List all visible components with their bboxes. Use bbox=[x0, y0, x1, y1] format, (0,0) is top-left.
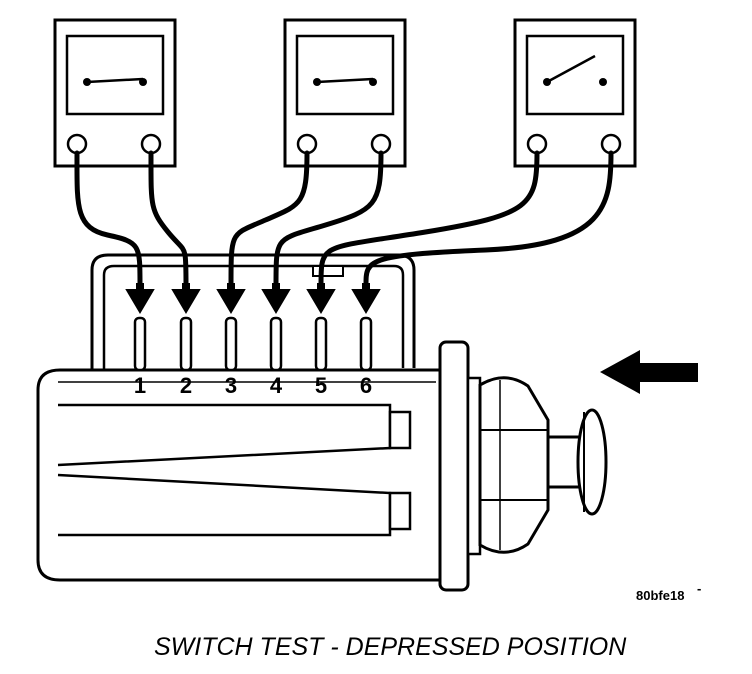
meter-display bbox=[65, 34, 165, 116]
pin-label-1: 1 bbox=[134, 373, 146, 398]
meter-terminal bbox=[296, 133, 318, 155]
lead-arrow-4 bbox=[261, 289, 291, 314]
terminal-pin-5 bbox=[314, 316, 328, 372]
reference-code: 80bfe18 bbox=[636, 588, 684, 603]
lead-arrow-3 bbox=[216, 289, 246, 314]
pin-labels: 1 2 3 4 5 6 bbox=[134, 373, 372, 398]
ohmmeter-2 bbox=[283, 18, 407, 168]
meter-terminal bbox=[600, 133, 622, 155]
terminal-pin-3 bbox=[224, 316, 238, 372]
meter-display bbox=[295, 34, 395, 116]
pin-label-6: 6 bbox=[360, 373, 372, 398]
reference-code-mark: - bbox=[697, 581, 701, 596]
test-lead-6 bbox=[363, 150, 614, 288]
test-lead-2 bbox=[148, 150, 189, 288]
switch-plunger-assembly bbox=[438, 340, 608, 592]
test-lead-4 bbox=[273, 150, 384, 288]
meter-display bbox=[525, 34, 625, 116]
pin-label-2: 2 bbox=[180, 373, 192, 398]
meter-needle-closed bbox=[316, 77, 374, 84]
terminal-pins bbox=[133, 316, 373, 372]
terminal-pin-1 bbox=[133, 316, 147, 372]
switch-body bbox=[36, 368, 442, 582]
test-lead-3 bbox=[228, 150, 310, 288]
meter-terminal bbox=[66, 133, 88, 155]
meter-needle-closed bbox=[86, 77, 144, 84]
meter-needle-open bbox=[546, 54, 596, 84]
ohmmeter-1 bbox=[53, 18, 177, 168]
test-lead-1 bbox=[74, 150, 143, 288]
meter-terminal bbox=[370, 133, 392, 155]
lead-arrow-6 bbox=[351, 289, 381, 314]
pin-label-4: 4 bbox=[270, 373, 283, 398]
terminal-pin-2 bbox=[179, 316, 193, 372]
lead-arrow-2 bbox=[171, 289, 201, 314]
lead-arrow-5 bbox=[306, 289, 336, 314]
ohmmeter-3 bbox=[513, 18, 637, 168]
terminal-pin-4 bbox=[269, 316, 283, 372]
pin-label-3: 3 bbox=[225, 373, 237, 398]
terminal-pin-6 bbox=[359, 316, 373, 372]
diagram-caption: SWITCH TEST - DEPRESSED POSITION bbox=[154, 633, 627, 661]
meter-terminal bbox=[140, 133, 162, 155]
test-leads bbox=[74, 150, 614, 314]
pin-label-5: 5 bbox=[315, 373, 327, 398]
connector-housing bbox=[90, 253, 416, 380]
lead-arrow-1 bbox=[125, 289, 155, 314]
test-lead-5 bbox=[318, 150, 540, 288]
meter-terminal bbox=[526, 133, 548, 155]
depress-direction-arrow bbox=[600, 350, 698, 394]
ohmmeters bbox=[53, 18, 637, 168]
